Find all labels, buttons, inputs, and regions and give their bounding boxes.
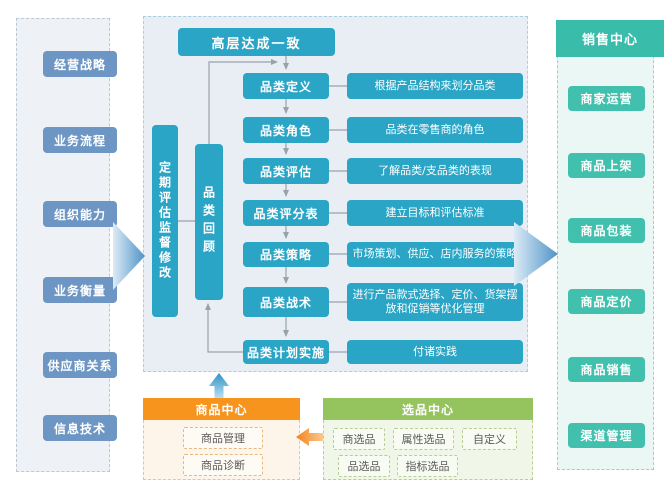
desc-category-scorecard: 建立目标和评估标准 (347, 200, 523, 226)
step-category-scorecard: 品类评分表 (243, 200, 329, 226)
selection-center-header: 选品中心 (323, 398, 533, 420)
node-business-process: 业务流程 (43, 127, 117, 153)
foundation-panel: 经营战略 业务流程 组织能力 业务衡量 供应商关系 信息技术 (16, 18, 117, 472)
node-metric-selection: 指标选品 (397, 455, 458, 477)
step-plan-implementation: 品类计划实施 (243, 340, 329, 364)
step-category-role: 品类角色 (243, 117, 329, 143)
left-arrow-selection-to-product (296, 428, 323, 446)
node-org-capability: 组织能力 (43, 201, 117, 227)
desc-category-strategy: 市场策划、供应、店内服务的策略 (347, 242, 523, 267)
step-category-strategy: 品类策略 (243, 242, 329, 267)
big-arrow-left-to-center (113, 222, 145, 290)
product-center-header: 商品中心 (143, 398, 300, 420)
node-business-measure: 业务衡量 (43, 277, 117, 303)
node-information-tech: 信息技术 (43, 415, 117, 441)
node-top-alignment: 高层达成一致 (178, 28, 335, 56)
node-channel-management: 渠道管理 (568, 423, 645, 448)
desc-category-assessment: 了解品类/支品类的表现 (347, 158, 523, 184)
sales-center-header: 销售中心 (556, 20, 664, 57)
node-custom-selection: 自定义 (462, 428, 517, 450)
node-attribute-selection: 属性选品 (393, 428, 454, 450)
desc-category-definition: 根据产品结构来划分品类 (347, 73, 523, 99)
step-category-tactics: 品类战术 (243, 287, 329, 317)
desc-category-tactics: 进行产品款式选择、定价、货架摆放和促销等优化管理 (347, 283, 523, 321)
node-product-pricing: 商品定价 (568, 289, 645, 314)
node-business-strategy: 经营战略 (43, 51, 117, 77)
node-item-selection: 品选品 (338, 455, 390, 477)
up-arrow-product-to-flow (209, 373, 229, 398)
node-product-packaging: 商品包装 (568, 218, 645, 243)
node-merchant-operation: 商家运营 (568, 86, 645, 111)
node-category-review: 品类回顾 (195, 144, 223, 300)
desc-plan-implementation: 付诸实践 (347, 340, 523, 364)
node-periodic-review: 定期评估监督修改 (152, 125, 178, 317)
desc-category-role: 品类在零售商的角色 (347, 117, 523, 143)
node-product-management: 商品管理 (183, 427, 263, 449)
step-category-definition: 品类定义 (243, 73, 329, 99)
node-merchant-selection: 商选品 (333, 428, 385, 450)
node-product-sales: 商品销售 (568, 357, 645, 382)
node-product-diagnosis: 商品诊断 (183, 454, 263, 476)
node-product-listing: 商品上架 (568, 153, 645, 178)
step-category-assessment: 品类评估 (243, 158, 329, 184)
node-supplier-relation: 供应商关系 (43, 352, 117, 378)
